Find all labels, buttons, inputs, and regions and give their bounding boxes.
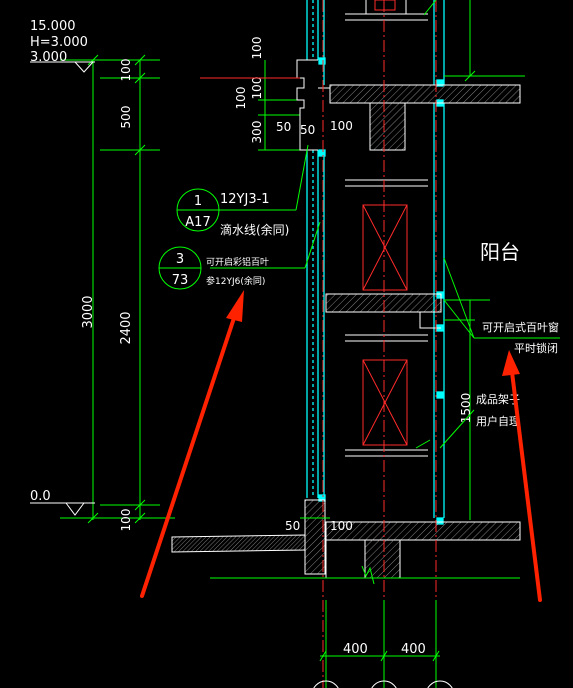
- dim-small-100-b: 100: [234, 87, 248, 110]
- elevation-zero: 0.0: [30, 489, 51, 504]
- elevation-mid: 3.000: [30, 50, 67, 65]
- detail-ref2-sheet: 73: [172, 273, 189, 288]
- dim-100-bottom: 100: [119, 509, 133, 532]
- detail-ref1-number: 1: [194, 194, 202, 209]
- dim-top-100: 100: [330, 119, 353, 133]
- dim-axis-400-right: 400: [401, 642, 426, 657]
- floor-slab-lower: [210, 521, 521, 579]
- axis-bubble-left: [313, 680, 339, 688]
- detail-reference-1: [176, 188, 220, 232]
- axis-bubble-mid: [371, 680, 397, 688]
- finished-rack-note: 用户自理: [476, 414, 520, 428]
- axis-bubble-right: [427, 680, 453, 688]
- dim-bottom-50: 50: [285, 519, 300, 533]
- level-symbol-top: [30, 61, 95, 73]
- balcony-label: 阳台: [480, 240, 520, 264]
- cornice-profile: [296, 59, 330, 151]
- detail-ref1-note: 滴水线(余同): [220, 222, 289, 237]
- left-dimension-column: [60, 54, 175, 524]
- louver-window-note: 平时锁闭: [514, 341, 558, 355]
- detail-ref2-line1: 可开启彩铝百叶: [206, 256, 269, 268]
- detail-reference-2: [158, 246, 202, 290]
- finished-rack-label: 成品架子: [476, 393, 520, 406]
- dim-500: 500: [119, 106, 133, 129]
- detail-ref1-code: 12YJ3-1: [220, 192, 270, 207]
- elevation-height: H=3.000: [30, 35, 88, 50]
- dim-axis-400-left: 400: [343, 642, 368, 657]
- dim-3000: 3000: [81, 295, 96, 328]
- detail-ref2-line2: 参12YJ6(余同): [206, 275, 265, 287]
- dim-top-50: 50: [276, 120, 291, 134]
- dim-small-300: 300: [250, 121, 264, 144]
- axis-lines: [200, 0, 437, 688]
- break-symbol: [361, 565, 375, 585]
- detail-ref1-sheet: A17: [185, 215, 210, 230]
- dim-top-50-b: 50: [300, 123, 315, 137]
- louver-units: [362, 0, 408, 446]
- small-dim-column: [258, 60, 300, 151]
- window-frames: [345, 0, 428, 457]
- dim-bottom-100: 100: [330, 519, 353, 533]
- dim-100-top: 100: [119, 59, 133, 82]
- dim-small-100-a: 100: [250, 37, 264, 60]
- louver-window-label: 可开启式百叶窗: [482, 320, 559, 334]
- annotation-arrow-right: [502, 350, 542, 602]
- annotation-arrow-left: [140, 290, 244, 598]
- right-dimension-lines: [444, 0, 525, 520]
- dim-small-100-c: 100: [250, 77, 264, 100]
- elevation-top: 15.000: [30, 19, 76, 34]
- level-symbol-zero: [30, 502, 95, 516]
- axis-dimension-line: [319, 600, 440, 688]
- floor-slab-upper: [329, 84, 521, 151]
- exterior-wall: [306, 0, 445, 525]
- detail-ref2-number: 3: [176, 252, 184, 267]
- dim-2400: 2400: [119, 311, 134, 344]
- leader-lines: [210, 0, 560, 449]
- ground-ledge: [171, 499, 330, 575]
